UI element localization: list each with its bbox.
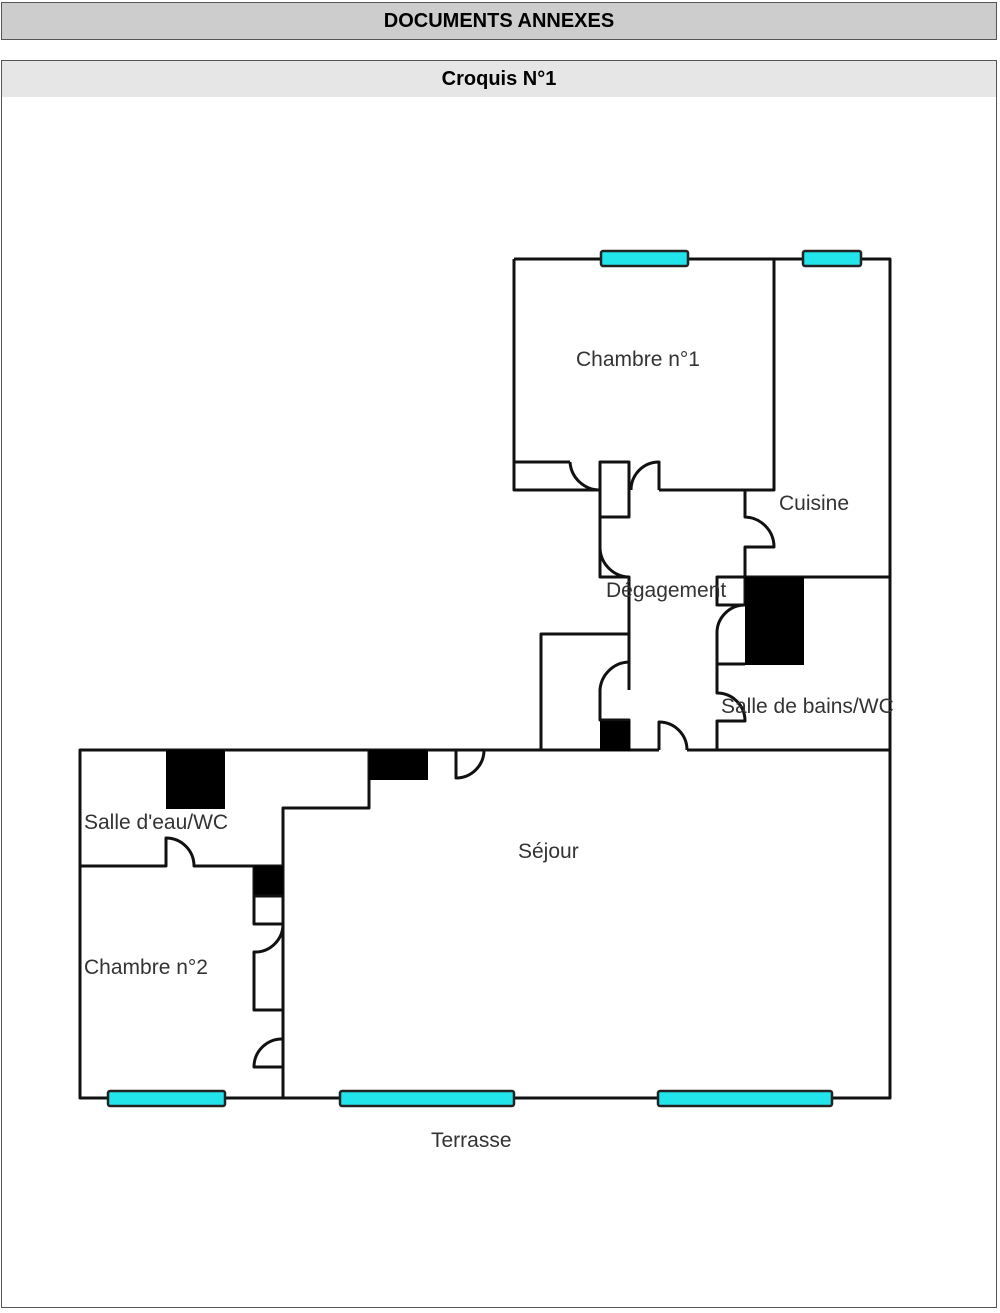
fixture-sejour [369, 750, 428, 780]
window-cuisine [801, 249, 863, 268]
room-label-sejour: Séjour [518, 840, 579, 863]
room-label-chambre1: Chambre n°1 [576, 348, 700, 371]
fixture-bath [745, 577, 804, 665]
room-label-terrasse: Terrasse [431, 1129, 512, 1152]
page-title: DOCUMENTS ANNEXES [1, 2, 997, 40]
fixture-degagement [600, 721, 630, 751]
window-chambre1 [599, 249, 690, 268]
fixtures [166, 577, 804, 896]
room-label-chambre2: Chambre n°2 [84, 956, 208, 979]
room-label-cuisine: Cuisine [779, 492, 849, 515]
window-sejour-right [656, 1089, 834, 1108]
window-sejour-left [338, 1089, 516, 1108]
window-chambre2 [106, 1089, 227, 1108]
windows [106, 249, 863, 1108]
fixture-chambre2 [254, 866, 283, 896]
room-label-salle-bains: Salle de bains/WC [721, 695, 894, 718]
fixture-salle-eau [166, 750, 225, 809]
room-label-degagement: Dégagement [606, 579, 726, 602]
room-label-salle-eau: Salle d'eau/WC [84, 811, 228, 834]
